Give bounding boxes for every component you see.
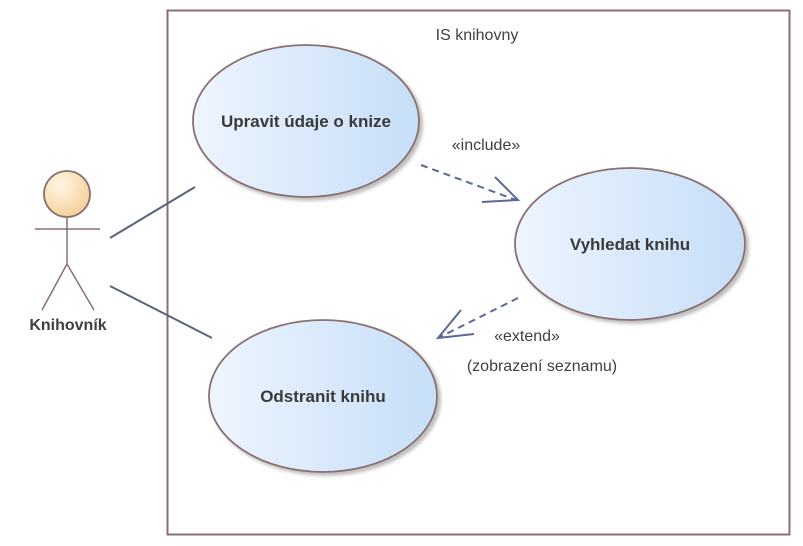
actor-librarian[interactable]: Knihovník — [29, 170, 107, 334]
use-case-search-ellipse — [514, 167, 746, 321]
include-line — [420, 164, 517, 201]
use-case-edit-label: Upravit údaje o knize — [221, 112, 391, 131]
use-case-remove-label: Odstranit knihu — [260, 387, 386, 406]
extend-condition: (zobrazení seznamu) — [467, 358, 617, 375]
extend-stereotype: «extend» — [494, 328, 560, 345]
actor-name: Knihovník — [29, 317, 106, 334]
use-case-edit[interactable]: Upravit údaje o knize — [192, 44, 420, 198]
include-stereotype: «include» — [452, 137, 521, 154]
actor-right-leg — [66, 263, 95, 311]
extend-line — [439, 297, 519, 338]
include-relation[interactable]: «include» — [420, 137, 521, 203]
extend-relation[interactable]: «extend» (zobrazení seznamu) — [435, 297, 617, 375]
use-case-edit-ellipse — [192, 44, 420, 198]
include-arrowhead — [481, 176, 521, 203]
actor-head — [43, 170, 91, 218]
association-edit[interactable] — [109, 186, 196, 239]
system-boundary[interactable]: IS knihovny — [166, 9, 791, 536]
use-case-search[interactable]: Vyhledat knihu — [514, 167, 746, 321]
system-title: IS knihovny — [436, 27, 519, 44]
extend-arrowhead — [435, 309, 475, 340]
system-boundary-rect — [166, 9, 791, 536]
use-case-remove[interactable]: Odstranit knihu — [208, 319, 438, 473]
association-remove[interactable] — [109, 285, 213, 339]
use-case-search-label: Vyhledat knihu — [570, 235, 690, 254]
actor-left-leg — [41, 263, 68, 311]
use-case-remove-ellipse — [208, 319, 438, 473]
